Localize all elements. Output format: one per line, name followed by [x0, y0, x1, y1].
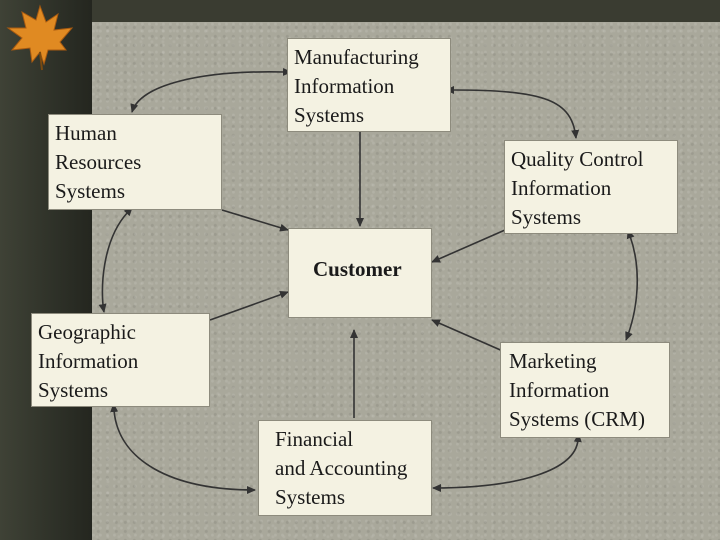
- customer-box: Customer: [288, 228, 432, 318]
- arrow-hr-geographic: [98, 206, 133, 313]
- arrow-marketing-financial: [432, 433, 582, 492]
- maple-leaf-icon: [6, 4, 74, 71]
- arrow-manufacturing-hr: [130, 67, 292, 113]
- slide-left-border: [0, 0, 92, 540]
- manufacturing-systems-box: Manufacturing Information Systems: [287, 38, 451, 132]
- human-resources-systems-box: Human Resources Systems: [48, 114, 222, 210]
- arrow-hr-customer: [221, 209, 289, 232]
- slide-top-border: [0, 0, 720, 22]
- marketing-systems-box: Marketing Information Systems (CRM): [500, 342, 670, 438]
- financial-accounting-systems-box: Financial and Accounting Systems: [258, 420, 432, 516]
- arrow-quality-customer: [431, 229, 506, 263]
- arrow-geographic-financial: [110, 403, 256, 494]
- geographic-systems-box: Geographic Information Systems: [31, 313, 210, 407]
- arrow-quality-marketing: [625, 229, 638, 341]
- quality-control-systems-box: Quality Control Information Systems: [504, 140, 678, 234]
- arrow-geographic-customer: [209, 290, 289, 321]
- arrow-manufacturing-quality: [445, 86, 580, 139]
- arrow-marketing-customer: [431, 319, 506, 353]
